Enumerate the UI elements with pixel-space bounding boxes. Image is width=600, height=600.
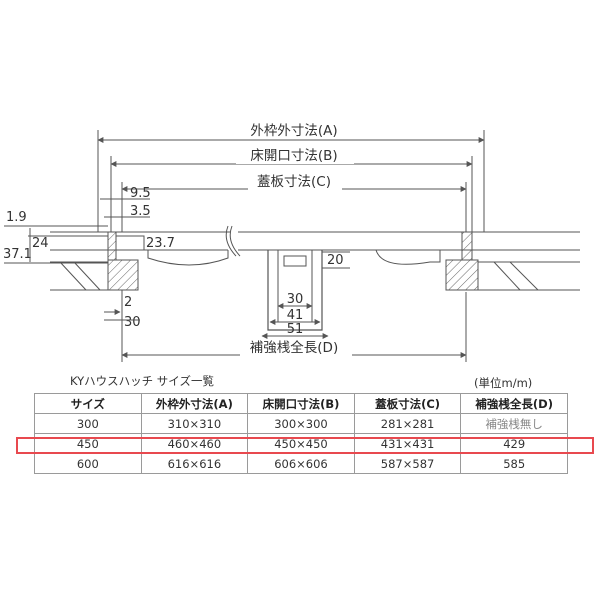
svg-text:2: 2 — [124, 295, 132, 310]
table-cell: 587×587 — [353, 453, 462, 474]
dimension-d: 補強桟全長(D) — [121, 292, 467, 362]
dimension-b: 床開口寸法(B) — [110, 146, 473, 232]
table-cell: 600 — [34, 453, 142, 474]
size-table: サイズ 外枠外寸法(A) 床開口寸法(B) 蓋板寸法(C) 補強桟全長(D) 3… — [34, 393, 568, 474]
svg-text:30: 30 — [287, 292, 304, 307]
svg-text:24: 24 — [32, 236, 49, 251]
table-caption: KYハウスハッチ サイズ一覧 — [70, 374, 214, 388]
table-cell: 300×300 — [247, 413, 355, 434]
floor-section: 20 — [50, 225, 580, 331]
dimension-c: 蓋板寸法(C) — [121, 172, 467, 232]
table-cell: 585 — [460, 453, 568, 474]
svg-text:3.5: 3.5 — [130, 204, 151, 219]
header-size: サイズ — [34, 393, 142, 414]
reinforcement-label: 補強桟全長(D) — [250, 339, 338, 356]
header-lid: 蓋板寸法(C) — [353, 393, 462, 414]
unit-label: (単位m/m) — [474, 376, 533, 390]
table-header-row: サイズ 外枠外寸法(A) 床開口寸法(B) 蓋板寸法(C) 補強桟全長(D) — [34, 393, 568, 414]
outer-frame-label: 外枠外寸法(A) — [250, 123, 337, 139]
table-cell: 300 — [34, 413, 142, 434]
left-small-dims: 9.5 3.5 1.9 24 37.1 23.7 — [3, 186, 175, 264]
table-row: 600 616×616 606×606 587×587 585 — [34, 453, 568, 474]
header-floor-opening: 床開口寸法(B) — [247, 393, 355, 414]
header-outer-frame: 外枠外寸法(A) — [140, 393, 249, 414]
dimension-a: 外枠外寸法(A) — [97, 121, 485, 232]
svg-text:23.7: 23.7 — [146, 236, 175, 251]
header-reinforcement: 補強桟全長(D) — [460, 393, 568, 414]
highlight-box — [16, 437, 594, 454]
svg-text:20: 20 — [327, 253, 344, 268]
floor-opening-label: 床開口寸法(B) — [250, 148, 337, 164]
table-cell: 補強桟無し — [460, 413, 568, 434]
table-cell: 606×606 — [247, 453, 355, 474]
svg-text:30: 30 — [124, 315, 141, 330]
svg-text:41: 41 — [287, 308, 304, 323]
table-cell: 281×281 — [353, 413, 462, 434]
svg-text:37.1: 37.1 — [3, 247, 32, 262]
table-cell: 310×310 — [140, 413, 249, 434]
cross-section-diagram: 外枠外寸法(A) 床開口寸法(B) 蓋板寸法(C) 9.5 3.5 1.9 24 — [3, 121, 580, 362]
table-cell: 616×616 — [140, 453, 249, 474]
lid-label: 蓋板寸法(C) — [257, 174, 331, 190]
svg-text:9.5: 9.5 — [130, 186, 151, 201]
center-dims: 30 41 51 — [261, 292, 329, 339]
svg-text:51: 51 — [287, 322, 304, 337]
table-row: 300 310×310 300×300 281×281 補強桟無し — [34, 413, 568, 434]
svg-text:1.9: 1.9 — [6, 210, 27, 225]
